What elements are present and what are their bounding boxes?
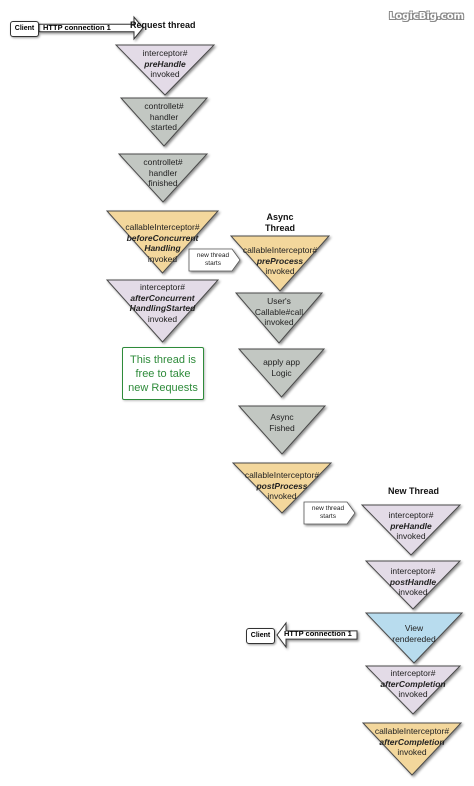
node-req-after-concurrent [105,279,220,343]
async-start-callout-arrow [188,248,241,272]
node-label-line: interceptor# [388,510,434,520]
node-label-line: afterConcurrent [130,292,195,303]
node-label-line: preProcess [256,255,304,266]
async-thread-heading: Async Thread [264,212,295,233]
logicbig-logo: LogicBig.com [389,11,464,22]
node-label-line: interceptor# [142,48,188,58]
node-label-line: started [151,122,177,132]
request-thread-heading: Request thread [130,20,196,30]
node-label-line: invoked [396,531,426,541]
node-new-callable-after-completion [361,722,463,776]
node-async-callable-call [234,292,324,344]
node-label-line: postProcess [256,480,308,491]
node-label-line: preHandle [144,58,186,69]
node-req-before-concurrent [105,210,220,274]
node-label-line: Handling [144,243,181,253]
node-label-line: invoked [267,491,297,501]
node-label-line: apply app [263,357,300,367]
node-new-after-completion [364,665,462,715]
new-thread-heading: New Thread [388,486,440,496]
node-label-line: handler [148,167,178,178]
node-label-line: invoked [398,689,428,699]
http-connection-label-bottom: HTTP connection 1 [284,629,352,638]
http-connection-label-top: HTTP connection 1 [43,23,111,32]
client-box-top: Client [10,21,39,37]
node-label-line: callableInterceptor# [125,222,200,232]
node-label-line: postHandle [389,576,437,587]
node-label-line: preHandle [390,520,432,531]
thread-free-info-box: This thread is free to take new Requests [122,347,204,400]
node-req-handler-finished [117,153,209,203]
node-label-line: Callable#call [254,306,304,317]
node-req-prehandle [114,44,216,96]
node-label-line: interceptor# [390,668,436,678]
node-label-line: HandlingStarted [129,303,196,313]
client-box-bottom: Client [246,628,275,644]
node-async-preprocess [229,235,331,292]
node-label-line: callableInterceptor# [374,726,450,736]
node-label-line: invoked [398,587,428,597]
node-async-fished [237,405,327,455]
new-thread-start-callout-arrow [303,501,356,525]
node-label-line: interceptor# [390,566,436,576]
http-connection-arrow-bottom [276,621,358,649]
node-label-line: controllet# [143,157,183,167]
node-label-line: invoked [147,313,178,324]
node-label-line: afterCompletion [380,678,446,689]
node-label-line: interceptor# [140,282,185,292]
node-new-view-rendered [364,612,464,664]
http-connection-arrow-top [38,15,144,41]
node-new-prehandle [360,504,462,556]
node-label-line: Logic [271,367,292,378]
node-label-line: beforeConcurrent [126,232,199,243]
node-label-line: invoked [147,253,178,264]
node-label-line: invoked [265,266,295,276]
node-label-line: invoked [397,747,427,757]
new-thread-start-note: new thread starts [311,505,345,520]
node-label-line: callableInterceptor# [242,245,318,255]
node-label-line: rendereded [392,633,436,644]
node-label-line: handler [149,111,179,122]
node-label-line: afterCompletion [379,736,445,747]
node-label-line: Fished [269,422,295,433]
node-label-line: finished [148,178,178,188]
node-label-line: User's [267,296,291,306]
node-req-handler-started [119,97,209,147]
node-async-apply-logic [237,348,326,398]
async-start-note: new thread starts [196,252,230,267]
node-label-line: View [404,623,424,633]
node-label-line: callableInterceptor# [244,470,320,480]
node-async-postprocess [231,462,333,514]
node-label-line: controllet# [144,101,184,111]
node-label-line: invoked [264,317,294,327]
node-label-line: Async [270,412,294,422]
node-new-posthandle [364,560,462,610]
node-label-line: invoked [150,69,180,79]
